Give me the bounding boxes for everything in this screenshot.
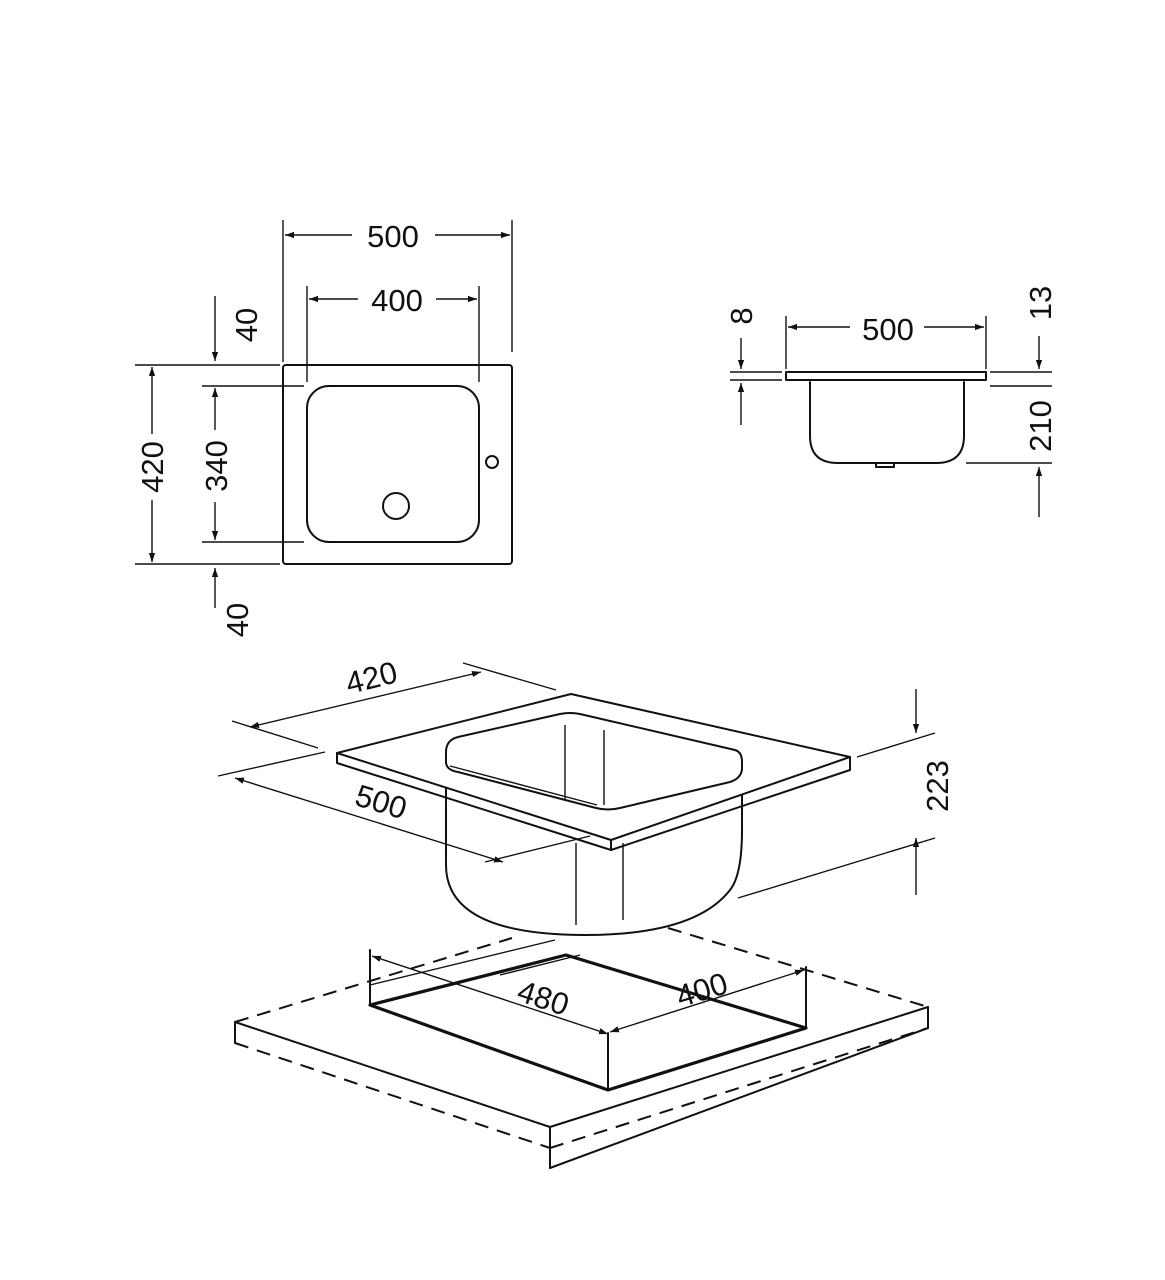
iso-width-label: 500: [351, 778, 411, 827]
bowl-height-label: 210: [1023, 400, 1058, 452]
cutout-width-label: 480: [513, 973, 573, 1022]
flange-profile: [785, 371, 987, 381]
top-bowl-width-label: 400: [371, 283, 423, 318]
bottom-margin-label: 40: [220, 603, 255, 637]
rim-height-label: 13: [1023, 286, 1058, 320]
iso-height-label: 223: [920, 760, 955, 812]
side-width-label: 500: [862, 312, 914, 347]
iso-depth-label: 420: [342, 655, 401, 701]
cutout-depth-label: 400: [672, 966, 732, 1015]
flange-thickness-label: 8: [724, 307, 759, 324]
drain-hole: [382, 492, 410, 520]
sink-top-outline: [282, 364, 513, 565]
top-margin-label: 40: [229, 308, 264, 342]
top-view: 500 400 420 340 40 40: [135, 219, 513, 637]
iso-bowl-opening: [445, 712, 743, 811]
worktop: [234, 927, 929, 1169]
iso-flange: [336, 693, 851, 841]
top-width-label: 500: [367, 219, 419, 254]
top-bowl-depth-label: 340: [199, 440, 234, 492]
side-view: 500 8 13 210: [724, 286, 1058, 517]
bowl-top-outline: [306, 385, 480, 543]
bowl-profile: [809, 381, 965, 464]
top-depth-label: 420: [135, 441, 170, 493]
tap-hole: [485, 455, 499, 469]
isometric-view: 420 500 223 480 400: [217, 655, 955, 1169]
